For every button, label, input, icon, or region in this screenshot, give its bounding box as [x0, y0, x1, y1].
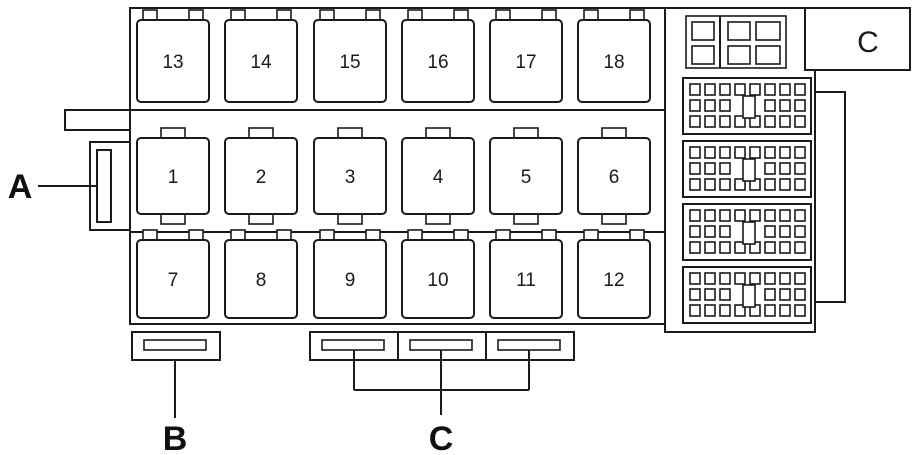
relay-number: 2 — [256, 167, 267, 188]
relay-number: 10 — [427, 270, 448, 291]
connector-tab-mark: C — [857, 26, 879, 59]
relay-number: 8 — [256, 270, 267, 291]
connector-block: C — [664, 7, 911, 333]
relay-number: 11 — [516, 270, 536, 291]
connector-groups — [682, 77, 812, 324]
relay-socket: 15 — [313, 9, 387, 103]
relay-number: 5 — [521, 167, 532, 188]
relay-number: 3 — [345, 167, 356, 188]
relay-socket: 13 — [136, 9, 210, 103]
relay-panel-housing — [64, 7, 666, 325]
relay-number: 6 — [609, 167, 620, 188]
relay-number: 9 — [345, 270, 356, 291]
connector-group — [682, 203, 812, 261]
callout-c: C — [429, 420, 454, 455]
relay-socket: 11 — [489, 229, 563, 319]
callout-b: B — [163, 420, 188, 455]
connector-group — [682, 266, 812, 324]
callout-a: A — [8, 168, 33, 206]
relay-number: 13 — [162, 52, 183, 73]
relay-socket: 2 — [224, 127, 298, 225]
relay-number: 17 — [515, 52, 536, 73]
relay-socket: 10 — [401, 229, 475, 319]
relay-socket: 18 — [577, 9, 651, 103]
connector-group — [682, 140, 812, 198]
relay-number: 4 — [433, 167, 444, 188]
relay-number: 14 — [250, 52, 272, 73]
relay-socket: 4 — [401, 127, 475, 225]
relay-socket: 3 — [313, 127, 387, 225]
relay-socket: 14 — [224, 9, 298, 103]
relay-socket: 17 — [489, 9, 563, 103]
relay-socket: 16 — [401, 9, 475, 103]
relay-socket: 6 — [577, 127, 651, 225]
relay-socket: 12 — [577, 229, 651, 319]
relay-number: 18 — [603, 52, 624, 73]
relay-socket: 5 — [489, 127, 563, 225]
relay-number: 1 — [168, 167, 179, 188]
relay-number: 12 — [603, 270, 624, 291]
relay-number: 16 — [427, 52, 448, 73]
connector-group — [682, 77, 812, 135]
relay-number: 7 — [168, 270, 179, 291]
relay-socket: 8 — [224, 229, 298, 319]
relay-socket: 1 — [136, 127, 210, 225]
relay-number: 15 — [339, 52, 360, 73]
relay-socket: 7 — [136, 229, 210, 319]
leader-lines — [38, 185, 530, 418]
relay-socket: 9 — [313, 229, 387, 319]
